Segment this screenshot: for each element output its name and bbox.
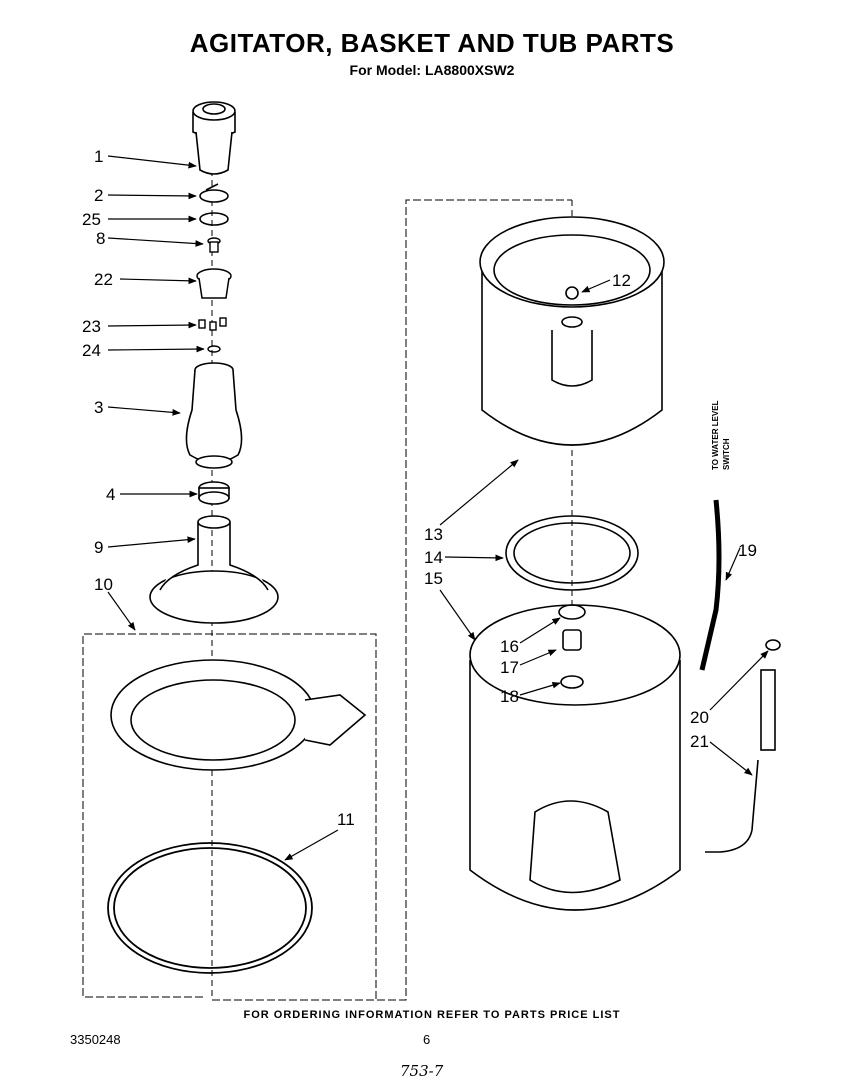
callout-8: 8 — [96, 229, 105, 248]
callout-16: 16 — [500, 637, 519, 656]
leader-lines — [107, 155, 769, 861]
clip-part — [558, 604, 586, 620]
callout-20: 20 — [690, 708, 709, 727]
callout-14: 14 — [424, 548, 443, 567]
tub-ring-part — [110, 659, 367, 771]
outer-tub-part — [469, 604, 681, 911]
callout-1: 1 — [94, 147, 103, 166]
callout-11: 11 — [337, 810, 355, 829]
side-note-line1: TO WATER LEVEL — [711, 400, 720, 470]
bearing-part — [198, 481, 230, 505]
pressure-tube-part — [699, 499, 722, 671]
callout-18: 18 — [500, 687, 519, 706]
page-title: AGITATOR, BASKET AND TUB PARTS — [189, 28, 675, 58]
callout-9: 9 — [94, 538, 103, 557]
callout-24: 24 — [82, 341, 101, 360]
callout-21: 21 — [690, 732, 709, 751]
callout-19: 19 — [738, 541, 757, 560]
callout-23: 23 — [82, 317, 101, 336]
drive-hub-part — [149, 515, 279, 624]
upper-bracket-line — [212, 199, 572, 1001]
dog-part — [198, 317, 227, 331]
cam-clip-part — [199, 183, 229, 203]
page-number: 6 — [423, 1032, 431, 1047]
oring-part — [199, 212, 229, 226]
callout-13: 13 — [424, 525, 443, 544]
callout-15: 15 — [424, 569, 443, 588]
callout-22: 22 — [94, 270, 113, 289]
callout-3: 3 — [94, 398, 103, 417]
ratchet-part — [196, 268, 232, 299]
handwritten-note: 753-7 — [400, 1062, 444, 1080]
callout-25: 25 — [82, 210, 101, 229]
brake-ring-part — [505, 515, 639, 591]
side-note-line2: SWITCH — [722, 438, 731, 470]
callout-12: 12 — [612, 271, 631, 290]
model-subtitle: For Model: LA8800XSW2 — [349, 62, 515, 78]
callout-17: 17 — [500, 658, 519, 677]
callout-10: 10 — [94, 575, 113, 594]
callout-2: 2 — [94, 186, 103, 205]
hose-part — [705, 669, 776, 853]
nut-part — [560, 675, 584, 689]
callout-4: 4 — [106, 485, 115, 504]
ordering-note: FOR ORDERING INFORMATION REFER TO PARTS … — [243, 1009, 621, 1021]
basket-part — [479, 216, 665, 446]
document-number: 3350248 — [70, 1032, 121, 1047]
ring-part — [207, 345, 221, 353]
seal-ring-part — [107, 842, 313, 974]
bolt-part — [207, 237, 221, 253]
agitator-cap-part — [192, 101, 236, 175]
hose-clamp-part — [765, 639, 781, 651]
agitator-part — [185, 362, 243, 469]
lower-bracket-line — [82, 633, 377, 1001]
seal-part — [562, 629, 582, 651]
